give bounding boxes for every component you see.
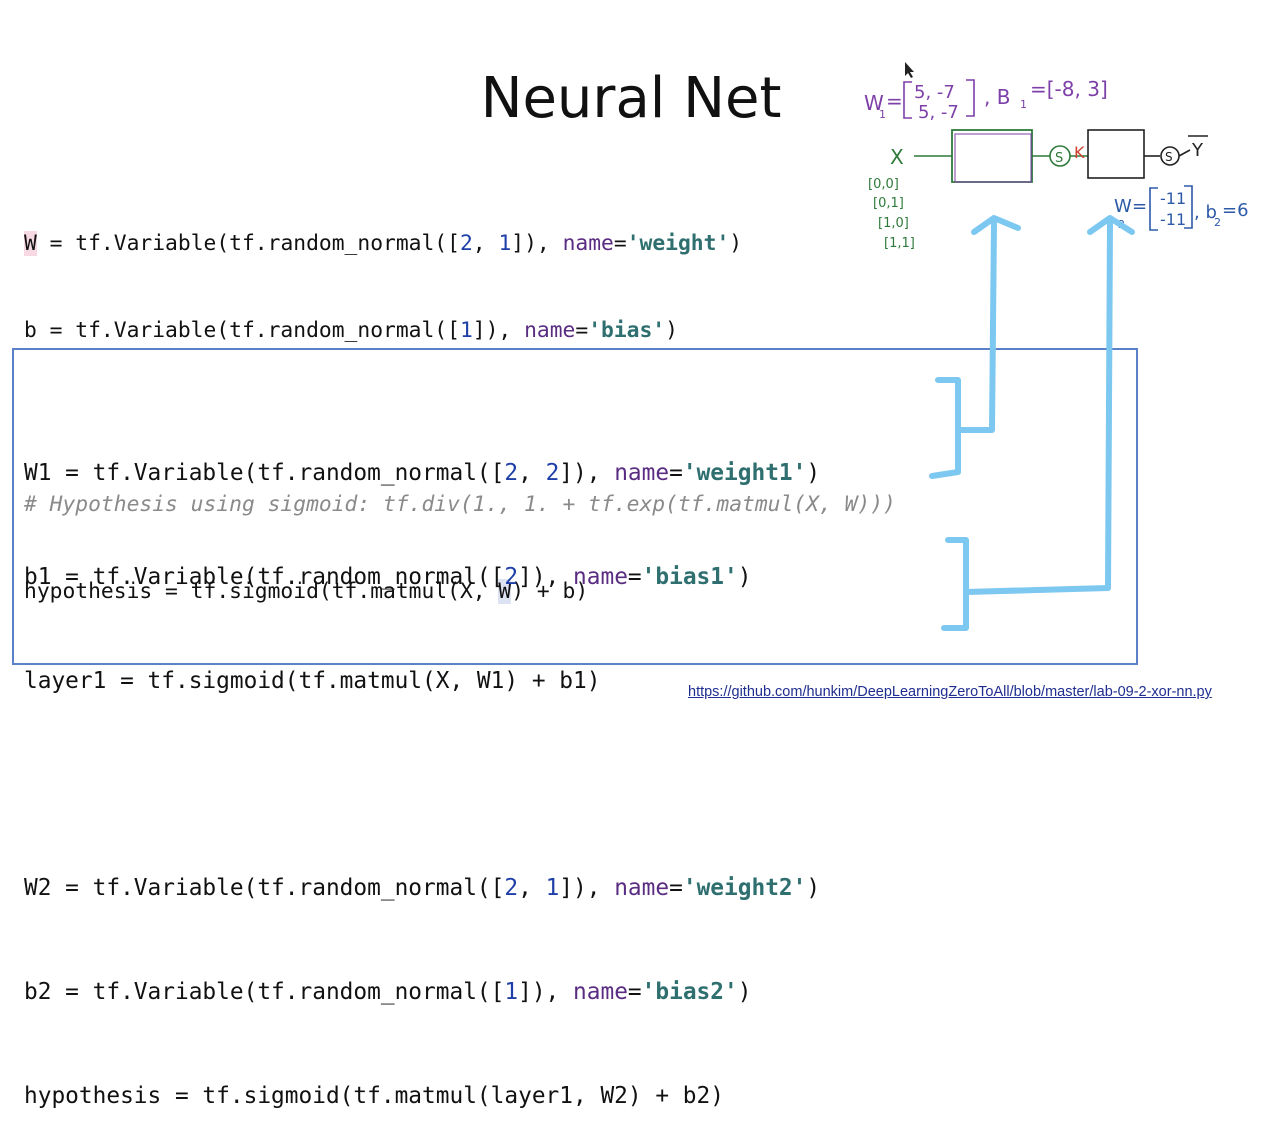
k-label: K xyxy=(1074,143,1085,162)
w1-b1-handwriting: W 1 = 5, -7 5, -7 , B 1 =[-8, 3] xyxy=(864,77,1108,123)
w1-bracket-left xyxy=(903,81,912,119)
arrowhead-output xyxy=(1087,215,1135,235)
sigmoid-label-2: S xyxy=(1165,150,1173,164)
y-output-label: Y xyxy=(1191,140,1204,161)
slide-title: Neural Net xyxy=(480,66,782,131)
w1-bracket-right xyxy=(966,79,975,117)
code-line-w2: W2 = tf.Variable(tf.random_normal([2, 1]… xyxy=(24,875,821,902)
code-line-hypothesis-2: hypothesis = tf.sigmoid(tf.matmul(layer1… xyxy=(24,1082,724,1109)
w2-bracket-right xyxy=(1184,185,1193,229)
hidden-layer-box xyxy=(951,129,1033,183)
w1-row2: 5, -7 xyxy=(918,102,959,123)
b1-subscript: 1 xyxy=(1020,98,1027,111)
code-line-w1: W1 = tf.Variable(tf.random_normal([2, 2]… xyxy=(24,460,821,487)
code-comment: # Hypothesis using sigmoid: tf.div(1., 1… xyxy=(24,492,896,517)
w1-label: W xyxy=(864,91,884,115)
x-input-label: X xyxy=(890,145,904,169)
w2-bracket-left xyxy=(1149,187,1158,231)
input-1: [0,1] xyxy=(873,196,904,211)
b2-label: , b xyxy=(1194,202,1217,223)
b2-subscript: 2 xyxy=(1214,216,1221,229)
code-line-hypothesis: hypothesis = tf.sigmoid(tf.matmul(X, W) … xyxy=(24,579,589,604)
code-line-b2: b2 = tf.Variable(tf.random_normal([1]), … xyxy=(24,979,752,1006)
w2-label: W xyxy=(1114,196,1132,217)
xor-inputs-list: [0,0] [0,1] [1,0] [1,1] xyxy=(868,177,915,251)
sigmoid-label-1: S xyxy=(1055,151,1063,166)
code-line-w: W = tf.Variable(tf.random_normal([2, 1])… xyxy=(24,231,743,256)
source-link[interactable]: https://github.com/hunkim/DeepLearningZe… xyxy=(688,684,1212,700)
w1-subscript: 1 xyxy=(879,108,886,121)
handwritten-annotations: W 1 = 5, -7 5, -7 , B 1 =[-8, 3] X S K S… xyxy=(864,62,1249,631)
w2-row2: -11 xyxy=(1160,210,1186,229)
w1-row1: 5, -7 xyxy=(914,82,955,103)
code-box-two-layer xyxy=(12,348,1138,665)
w1-equals: = xyxy=(886,89,903,113)
code-line-layer1: layer1 = tf.sigmoid(tf.matmul(X, W1) + b… xyxy=(24,667,601,694)
input-0: [0,0] xyxy=(868,177,899,192)
arrow-layer1-to-hidden xyxy=(929,219,997,479)
w2-b2-handwriting: W 2 = -11 -11 , b 2 =6 xyxy=(1114,189,1249,231)
code-line-b: b = tf.Variable(tf.random_normal([1]), n… xyxy=(24,318,678,343)
w2-row1: -11 xyxy=(1160,189,1186,208)
b1-label: , B xyxy=(984,85,1010,109)
marker-arrows xyxy=(929,215,1135,631)
w2-equals: = xyxy=(1132,196,1147,217)
mouse-pointer-icon xyxy=(905,62,914,78)
output-layer-box xyxy=(1087,129,1145,179)
arrowhead-hidden xyxy=(971,215,1021,235)
code-line-b1: b1 = tf.Variable(tf.random_normal([2]), … xyxy=(24,563,752,590)
b1-values: =[-8, 3] xyxy=(1030,77,1108,101)
code-block-single-layer: W = tf.Variable(tf.random_normal([2, 1])… xyxy=(24,171,896,635)
arrow-layer2-to-output xyxy=(941,219,1113,631)
input-3: [1,1] xyxy=(884,236,915,251)
b2-value: =6 xyxy=(1222,200,1249,221)
code-blank-line xyxy=(24,768,820,803)
input-2: [1,0] xyxy=(878,216,909,231)
